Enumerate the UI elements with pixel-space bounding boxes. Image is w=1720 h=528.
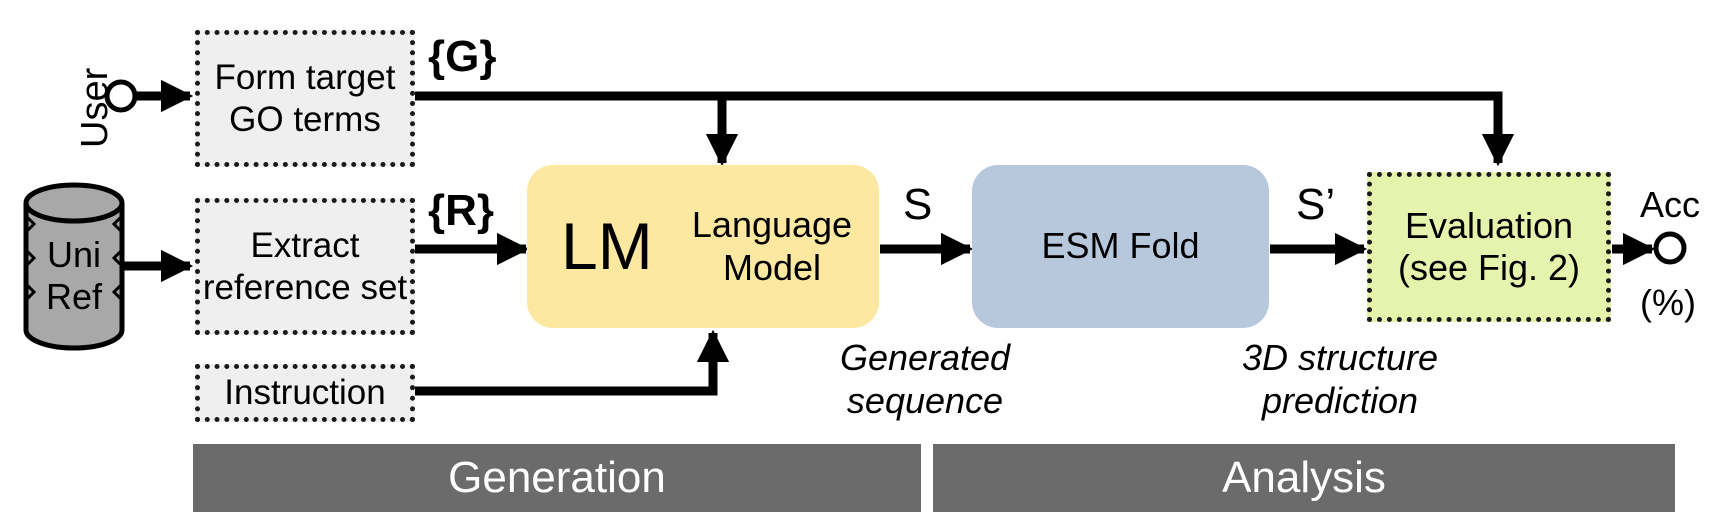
generation-band: Generation	[193, 444, 921, 512]
generation-label: Generation	[448, 453, 666, 502]
instruction-box: Instruction	[195, 364, 415, 422]
r-signal-label: {R}	[428, 186, 495, 235]
uniref-label-line1: Uni	[46, 234, 102, 275]
instruction-label: Instruction	[224, 373, 386, 413]
extract-reference-set-box: Extract reference set	[195, 198, 415, 335]
generated-sequence-caption: Generated sequence	[810, 336, 1040, 422]
acc-port-icon	[1653, 231, 1687, 265]
uniref-label-line2: Ref	[45, 276, 103, 318]
evaluation-box: Evaluation (see Fig. 2)	[1367, 172, 1611, 322]
evaluation-label: Evaluation (see Fig. 2)	[1397, 204, 1581, 288]
analysis-band: Analysis	[933, 444, 1675, 512]
user-label: User	[74, 67, 116, 148]
language-model-box: LM Language Model	[527, 165, 879, 328]
analysis-label: Analysis	[1222, 453, 1386, 502]
acc-label: Acc	[1640, 184, 1701, 225]
arrow-g-to-evaluation	[415, 91, 1515, 167]
extract-reference-set-label: Extract reference set	[202, 226, 408, 307]
acc-unit-label: (%)	[1640, 282, 1696, 323]
s-signal-label: S	[903, 180, 933, 229]
uniref-label: Uni Ref	[26, 234, 122, 319]
s-prime-signal-label: S’	[1296, 180, 1336, 229]
generated-sequence-text: Generated sequence	[839, 337, 1011, 422]
esm-fold-box: ESM Fold	[972, 165, 1269, 328]
g-signal-label: {G}	[428, 32, 497, 81]
form-target-go-terms-box: Form target GO terms	[195, 30, 415, 167]
esm-fold-label: ESM Fold	[1041, 225, 1200, 267]
structure-prediction-caption: 3D structure prediction	[1215, 336, 1465, 422]
form-target-go-terms-label: Form target GO terms	[214, 58, 396, 139]
structure-prediction-text: 3D structure prediction	[1241, 337, 1439, 422]
lm-big-label: LM	[561, 208, 653, 283]
uniref-database-icon	[23, 182, 125, 351]
lm-small-label: Language Model	[691, 204, 853, 288]
arrow-instruction-to-lm	[414, 329, 730, 396]
